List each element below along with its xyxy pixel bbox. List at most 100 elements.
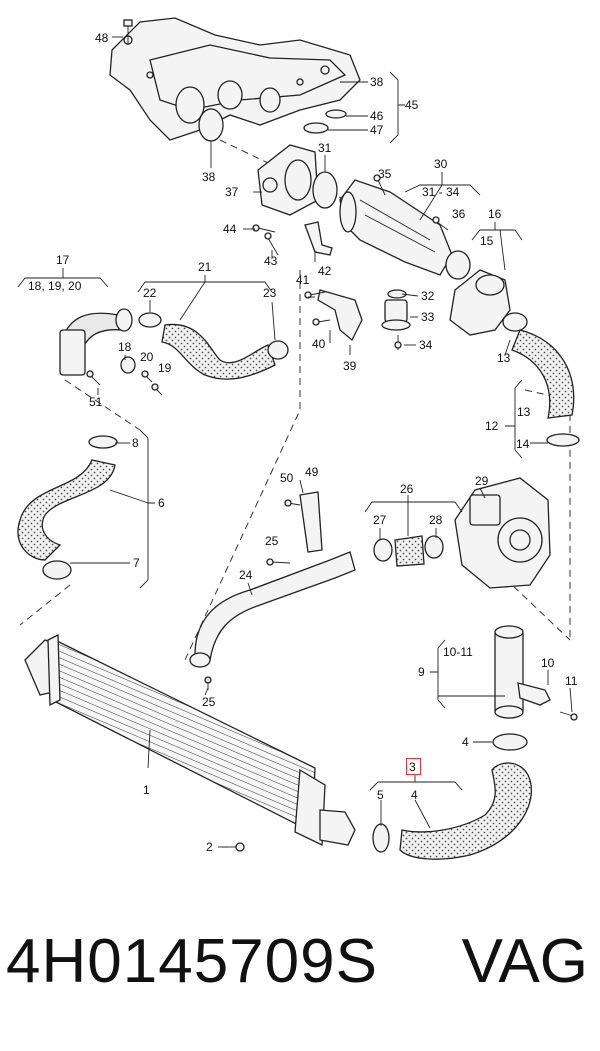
hose-21 [161,323,276,380]
clamp-4 [492,733,528,751]
clamp-5 [372,823,390,853]
label-18-20: 18, 19, 20 [28,279,82,293]
label-50: 50 [280,471,294,485]
bolt-icon [264,232,279,256]
dash-line-c [64,379,141,431]
hose-26 [394,535,425,567]
dash-line-f [469,544,571,641]
bolt-icon [141,370,153,383]
clamp-22 [138,312,162,328]
label-19: 19 [158,361,172,375]
clamp-icon [546,433,580,447]
sensor-18 [120,356,136,374]
label-6: 6 [158,496,165,510]
throttle-icon [257,144,319,216]
label-11: 11 [565,674,578,688]
label-16: 16 [488,207,502,221]
hose-17 [59,308,133,376]
label-40: 40 [312,337,326,351]
label-25a: 25 [265,534,279,548]
bracket-50 [299,491,323,553]
label-34: 34 [419,338,433,352]
exploded-parts-diagram: 48 38 45 46 47 38 31 30 31 - 34 35 37 36… [17,17,580,860]
callout-labels: 48 38 45 46 47 38 31 30 31 - 34 35 37 36… [28,31,578,854]
clamp-27 [373,538,393,562]
clamp-7 [42,560,72,580]
label-28: 28 [429,513,443,527]
throttle-valve-29 [454,477,551,589]
bolt-icon [123,19,133,45]
pipe-24 [194,551,356,661]
label-24: 24 [239,568,253,582]
bolt-icon [284,499,301,507]
dash-line-a [219,139,451,251]
label-31-34: 31 - 34 [422,185,460,199]
brand-caption: VAG [461,927,588,996]
label-18: 18 [118,340,132,354]
label-38a: 38 [370,75,384,89]
bolt-icon [312,318,331,326]
bolt-icon [394,335,402,350]
label-43: 43 [264,254,278,268]
seal-15 [445,250,471,280]
seal-31 [312,171,338,209]
label-22: 22 [143,286,157,300]
intake-manifold [109,17,361,141]
label-30: 30 [434,157,448,171]
label-13a: 13 [497,351,511,365]
label-5: 5 [377,788,384,802]
label-8: 8 [132,436,139,450]
bolt-icon [151,383,163,396]
label-48: 48 [95,31,109,45]
label-25b: 25 [202,695,216,709]
intercooler-icon [24,633,356,847]
hose-6 [17,459,116,561]
label-45: 45 [405,98,419,112]
valve-16 [449,269,511,336]
bolt-icon [304,291,326,299]
label-3: 3 [409,760,416,774]
dash-line-e [524,389,571,640]
part-number-caption: 4H0145709S [6,927,378,996]
label-29: 29 [475,474,489,488]
pipe-24-end [189,652,211,668]
bracket-39 [317,289,363,342]
label-12: 12 [485,419,499,433]
bolt-icon [559,711,578,721]
label-27: 27 [373,513,387,527]
label-37: 37 [225,185,239,199]
label-13b: 13 [517,405,531,419]
label-36: 36 [452,207,466,221]
hose-icon [399,762,532,860]
label-15: 15 [480,234,494,248]
bolt-icon [86,370,101,386]
label-51: 51 [89,395,103,409]
label-23: 23 [263,286,277,300]
seal-32 [387,289,407,299]
label-17: 17 [56,253,70,267]
label-21: 21 [198,260,212,274]
label-10: 10 [541,656,555,670]
label-26: 26 [400,482,414,496]
label-41: 41 [296,273,310,287]
bolt-icon [266,558,291,566]
label-10-11: 10-11 [443,645,473,659]
label-49: 49 [305,465,319,479]
label-4b: 4 [411,788,418,802]
clamp-8 [88,435,118,449]
label-14: 14 [516,437,530,451]
sensor-10 [517,682,551,706]
label-46: 46 [370,109,384,123]
bolt-icon [252,224,276,233]
label-9: 9 [418,665,425,679]
leader-lines [17,36,573,848]
clamp-28 [424,535,444,559]
clamp-23 [267,340,289,360]
seal-47 [303,122,329,134]
egr-cooler [339,179,453,276]
label-32: 32 [421,289,435,303]
label-7: 7 [133,556,140,570]
vacuum-unit-33 [381,299,411,331]
highlight-box-part-3 [406,758,421,775]
seal-38-a [198,108,224,142]
